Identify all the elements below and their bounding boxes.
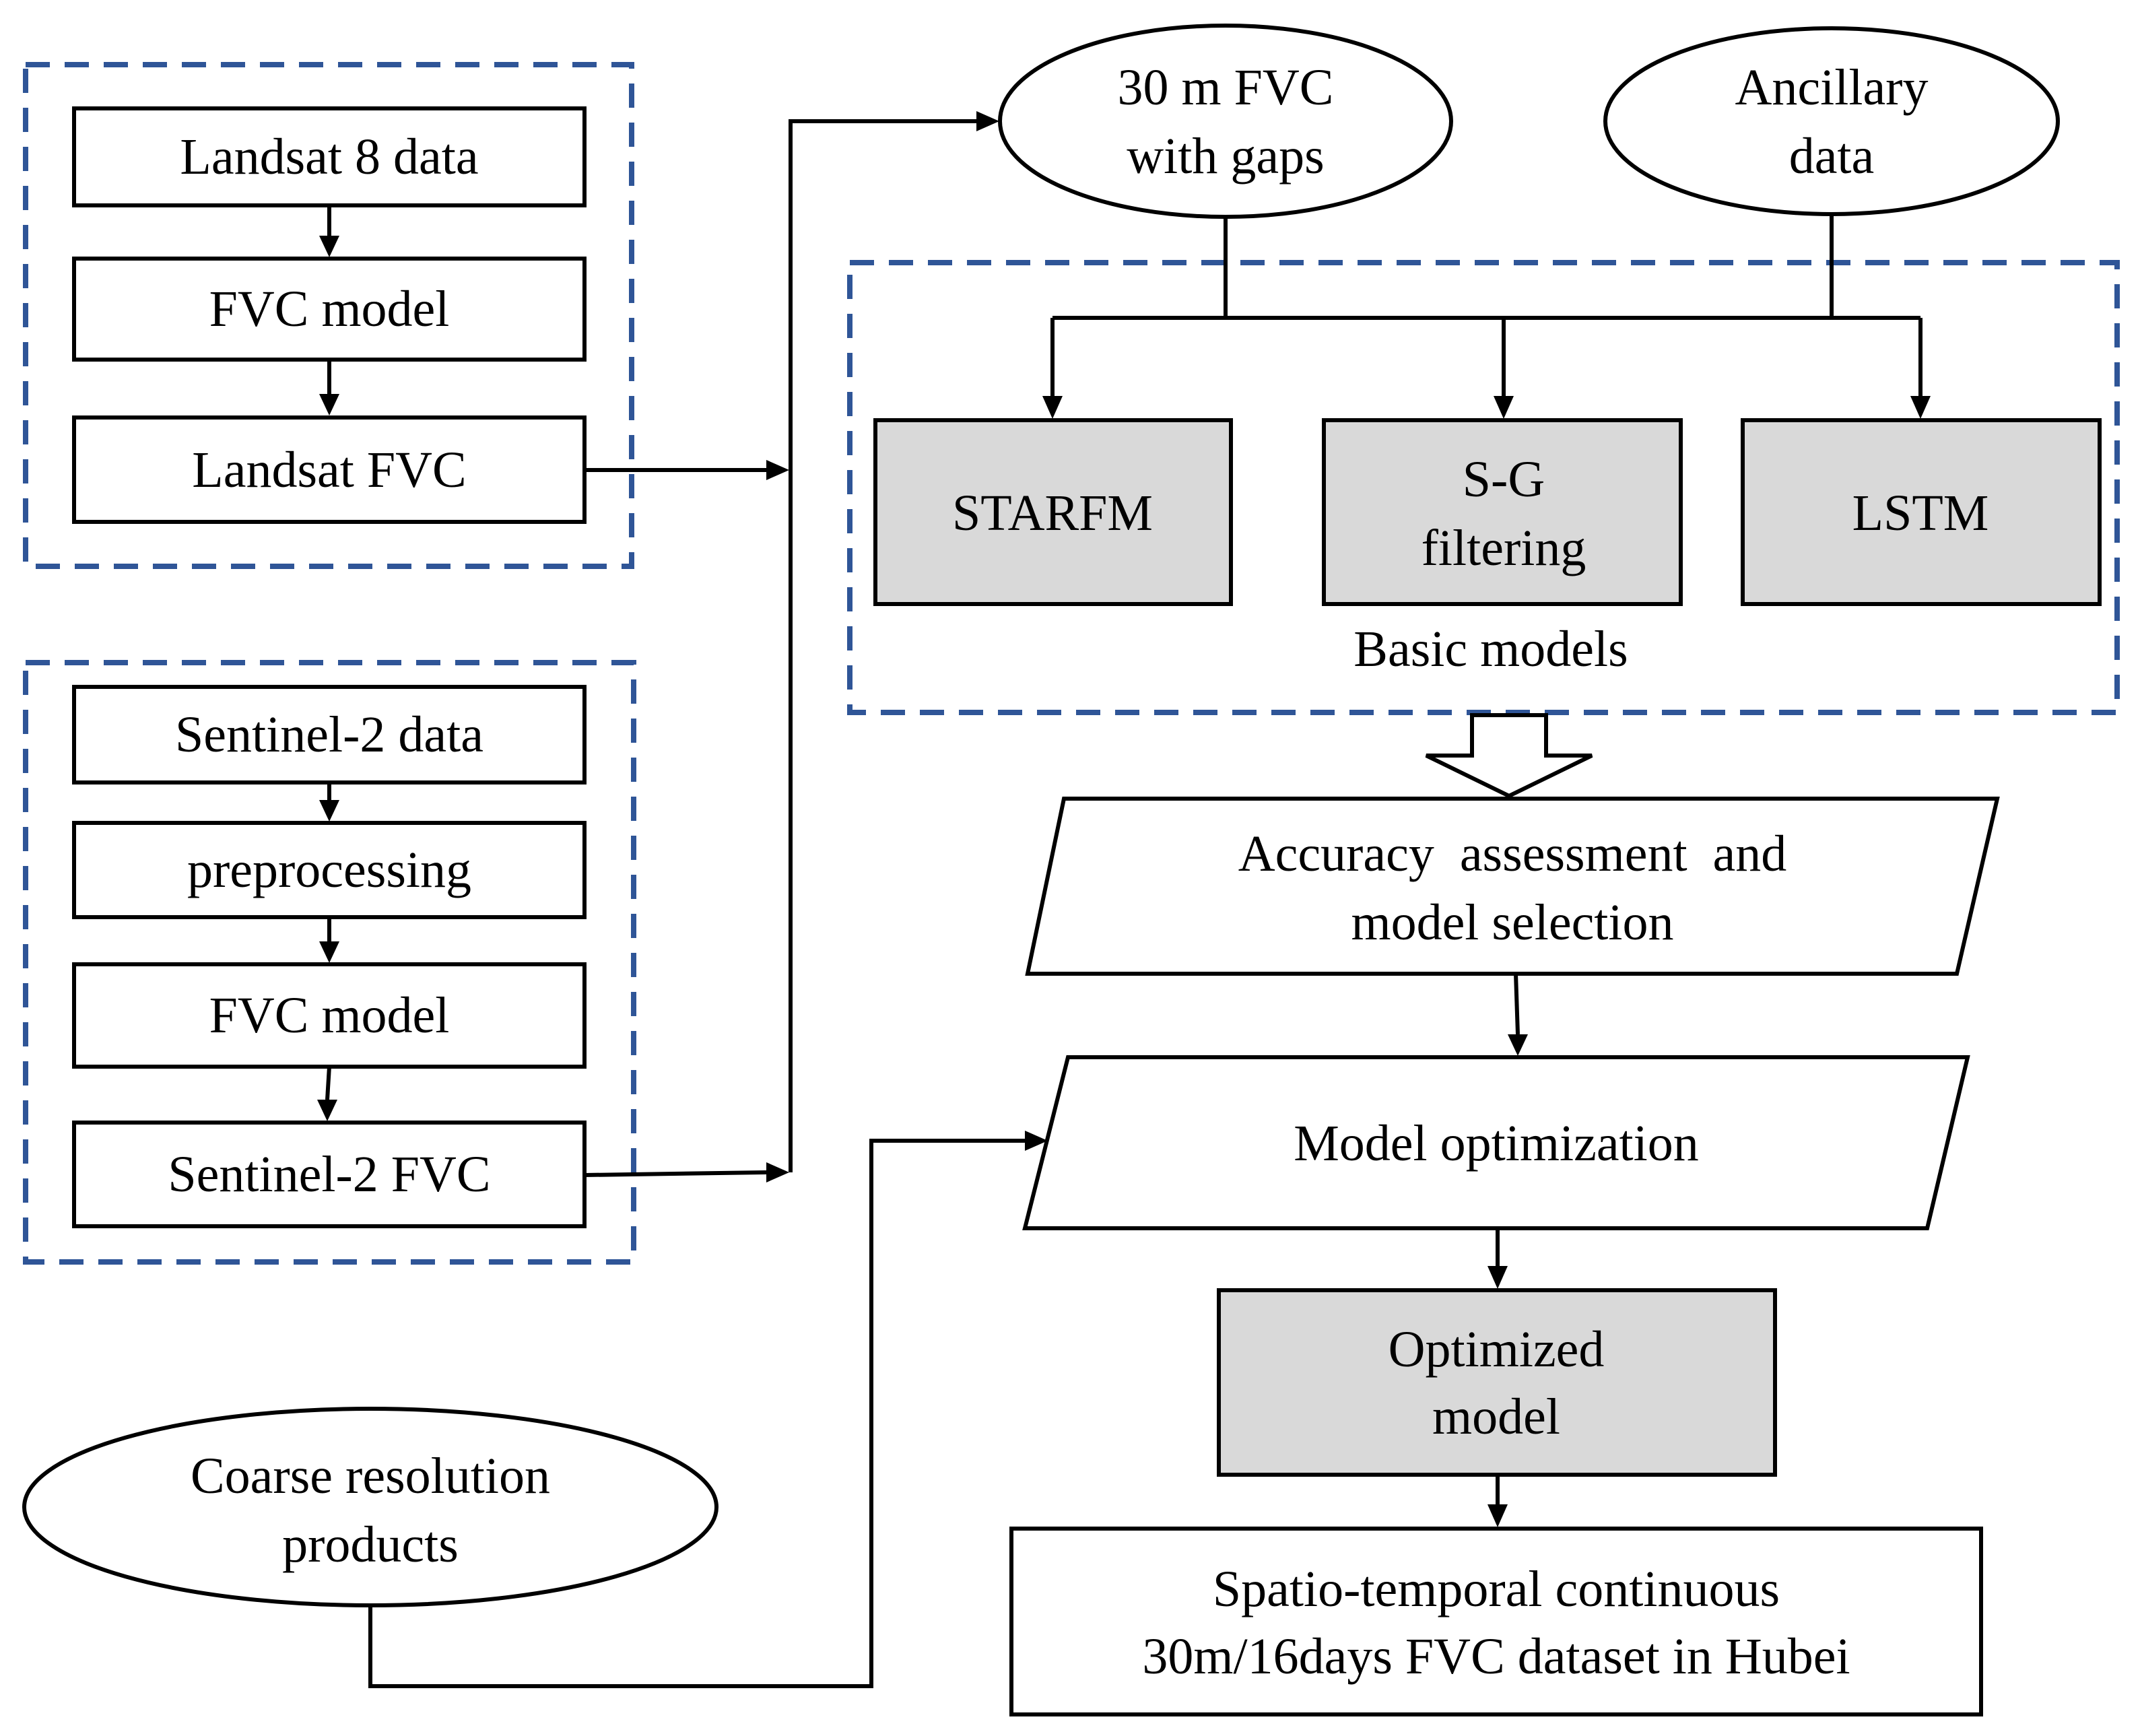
landsat-group-border [23,62,634,569]
ancillary-line2: data [1789,128,1875,185]
output-line2: 30m/16days FVC dataset in Hubei [1142,1628,1850,1685]
arrowhead [766,1162,789,1182]
starfm-box: STARFM [873,418,1233,606]
optimized-model-line2: model [1432,1389,1560,1445]
arrowhead [766,460,789,480]
arrowhead [1042,396,1063,419]
edge-sentinel-model-to-fvc [325,1066,331,1100]
arrowhead [1494,396,1514,419]
lstm-box: LSTM [1741,418,2102,606]
fvc-gaps-ellipse: 30 m FVC with gaps [998,24,1453,219]
sentinel-fvc-model-label: FVC model [209,987,450,1044]
arrowhead [317,1100,337,1121]
basic-models-caption: Basic models [1353,621,1628,677]
landsat-fvc-model-box: FVC model [72,257,587,362]
sentinel-fvc-label: Sentinel-2 FVC [168,1146,490,1203]
coarse-products-ellipse: Coarse resolution products [22,1407,718,1607]
arrowhead [1487,1504,1508,1527]
arrowhead [319,941,339,963]
arrowhead [319,394,339,415]
sentinel-group-border [23,660,636,1265]
arrowhead [319,800,339,822]
starfm-label: STARFM [952,485,1153,541]
arrowhead [1025,1131,1048,1151]
accuracy-line2: model selection [1351,894,1673,951]
arrowhead [1487,1266,1508,1289]
fvc-gaps-line2: with gaps [1127,128,1324,185]
sg-line1: S-G [1463,451,1545,508]
arrowhead [1910,396,1931,419]
accuracy-parallelogram: Accuracy assessment and model selection [1025,797,2000,976]
hollow-down-arrow [1425,713,1593,799]
lstm-label: LSTM [1852,485,1989,541]
optimization-parallelogram: Model optimization [1022,1055,1970,1230]
output-line1: Spatio-temporal continuous [1213,1561,1780,1617]
sentinel-data-label: Sentinel-2 data [175,706,483,763]
arrowhead [319,236,339,257]
optimized-model-box: Optimized model [1217,1288,1777,1477]
fvc-gaps-line1: 30 m FVC [1118,59,1334,116]
sentinel-fvc-box: Sentinel-2 FVC [72,1121,587,1228]
landsat-data-label: Landsat 8 data [180,129,478,185]
output-dataset-box: Spatio-temporal continuous 30m/16days FV… [1009,1527,1983,1716]
accuracy-line1: Accuracy assessment and [1238,826,1787,882]
sg-filtering-box: S-G filtering [1322,418,1683,606]
edge-coarse-to-optimization [368,1139,1025,1688]
sentinel-data-box: Sentinel-2 data [72,685,587,784]
arrowhead [976,111,999,131]
preprocessing-label: preprocessing [187,842,471,898]
sg-line2: filtering [1422,520,1586,576]
optimization-label: Model optimization [1294,1115,1699,1172]
landsat-fvc-label: Landsat FVC [192,442,466,498]
ancillary-line1: Ancillary [1735,59,1928,116]
edge-sentinel-fvc-to-bus [584,1170,767,1177]
connectors [317,111,1931,1688]
edge-accuracy-to-optimization [1514,973,1520,1035]
arrowhead [1508,1034,1528,1056]
coarse-line2: products [282,1516,459,1573]
sentinel-fvc-model-box: FVC model [72,962,587,1069]
optimized-model-line1: Optimized [1389,1321,1605,1378]
landsat-fvc-model-label: FVC model [209,281,450,337]
coarse-line1: Coarse resolution [191,1448,550,1504]
ancillary-ellipse: Ancillary data [1603,26,2060,216]
basic-models-group-border [847,260,2120,715]
edge-bus-to-fvc-gaps [789,119,976,1172]
landsat-data-box: Landsat 8 data [72,106,587,207]
preprocessing-box: preprocessing [72,821,587,919]
landsat-fvc-box: Landsat FVC [72,415,587,524]
